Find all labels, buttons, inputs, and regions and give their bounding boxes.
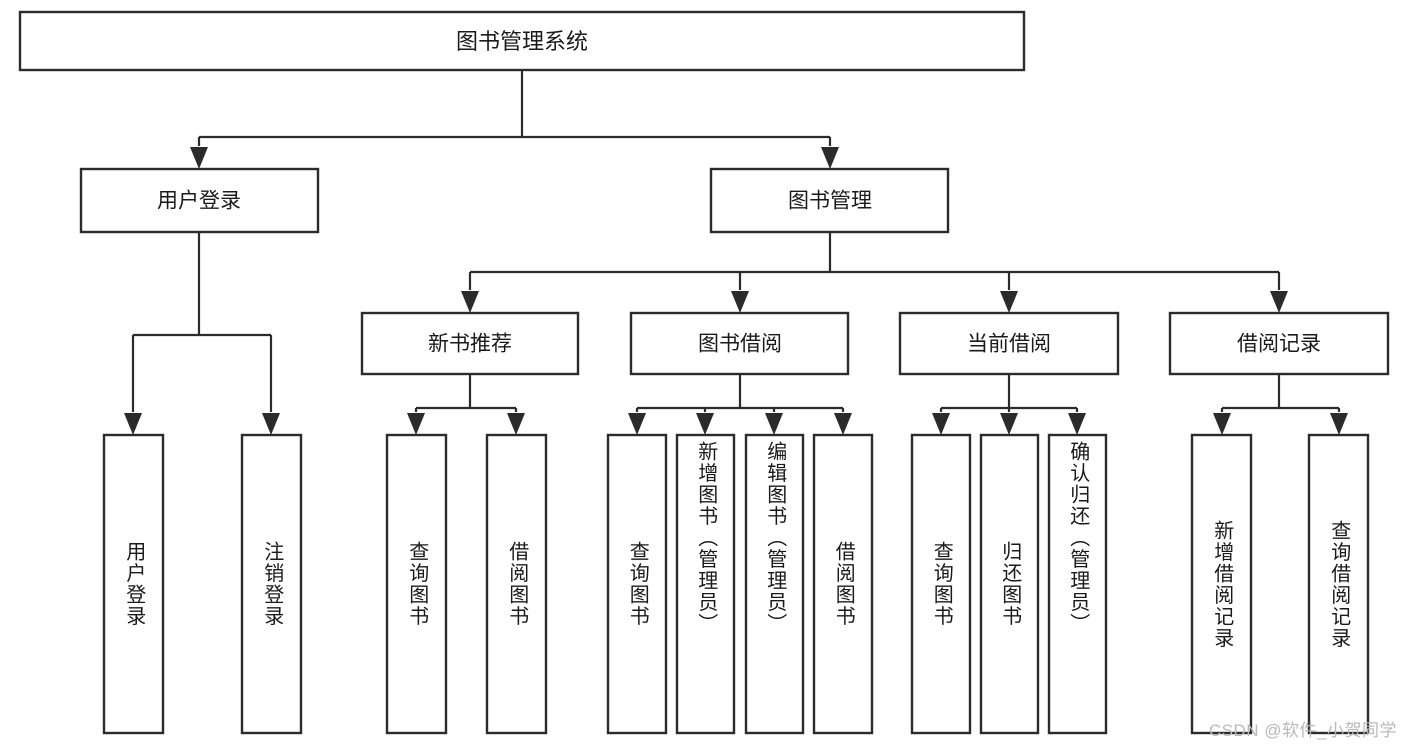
- leaf-box-return-book[interactable]: [979, 433, 1040, 735]
- connector-new-book-recommend-to-leaves: [407, 374, 525, 435]
- arrow-to-leaf-user-login: [124, 413, 142, 435]
- arrow-to-leaf-borrow-book-2: [834, 413, 852, 435]
- connector-book-borrow-to-leaves: [628, 374, 852, 435]
- node-book-management-label: 图书管理: [788, 190, 872, 213]
- node-root[interactable]: 图书管理系统: [18, 10, 1026, 72]
- leaf-box-query-book-3[interactable]: [910, 433, 972, 735]
- arrow-to-leaf-query-book-1: [407, 413, 425, 435]
- node-user-login-label: 用户登录: [157, 190, 241, 213]
- leaf-box-add-book[interactable]: [675, 433, 736, 735]
- arrow-to-leaf-query-book-2: [628, 413, 646, 435]
- node-borrow-record-label: 借阅记录: [1237, 333, 1321, 356]
- leaf-box-query-book-1[interactable]: [385, 433, 448, 735]
- node-new-book-recommend[interactable]: 新书推荐: [360, 311, 580, 376]
- arrow-to-leaf-return-book: [1000, 413, 1018, 435]
- node-book-management[interactable]: 图书管理: [709, 167, 950, 234]
- watermark-text: CSDN @软件_小贺同学: [1208, 721, 1397, 740]
- node-user-login[interactable]: 用户登录: [79, 167, 320, 234]
- arrow-to-leaf-borrow-book-1: [507, 413, 525, 435]
- leaf-box-query-borrow-record[interactable]: [1307, 433, 1370, 735]
- arrow-to-leaf-add-borrow-record: [1213, 413, 1231, 435]
- node-current-borrow[interactable]: 当前借阅: [898, 311, 1120, 376]
- arrow-to-user-login: [190, 147, 208, 169]
- arrow-to-leaf-edit-book: [765, 413, 783, 435]
- node-current-borrow-label: 当前借阅: [967, 333, 1051, 356]
- leaf-box-edit-book[interactable]: [744, 433, 805, 735]
- node-new-book-recommend-label: 新书推荐: [428, 333, 512, 356]
- arrow-to-borrow-record: [1270, 291, 1288, 313]
- arrow-to-book-borrow: [731, 291, 749, 313]
- arrow-to-current-borrow: [1000, 291, 1018, 313]
- arrow-to-leaf-query-book-3: [932, 413, 950, 435]
- leaf-box-user-login[interactable]: [102, 433, 165, 735]
- leaf-box-user-logout[interactable]: [240, 433, 303, 735]
- arrow-to-book-management: [821, 147, 839, 169]
- arrow-to-new-book-recommend: [461, 291, 479, 313]
- arrow-to-leaf-add-book: [696, 413, 714, 435]
- connector-user-login-to-leaves: [124, 232, 280, 435]
- leaf-box-add-borrow-record[interactable]: [1190, 433, 1253, 735]
- node-book-borrow[interactable]: 图书借阅: [629, 311, 850, 376]
- node-borrow-record[interactable]: 借阅记录: [1168, 311, 1390, 376]
- connector-book-management-to-level3: [461, 232, 1288, 313]
- node-root-label: 图书管理系统: [456, 29, 588, 54]
- arrow-to-leaf-user-logout: [262, 413, 280, 435]
- connector-root-to-level2: [190, 70, 839, 169]
- leaf-box-borrow-book-1[interactable]: [485, 433, 548, 735]
- connector-borrow-record-to-leaves: [1213, 374, 1348, 435]
- arrow-to-leaf-query-borrow-record: [1330, 413, 1348, 435]
- node-book-borrow-label: 图书借阅: [698, 333, 782, 356]
- connector-current-borrow-to-leaves: [932, 374, 1086, 435]
- arrow-to-leaf-confirm-return: [1068, 413, 1086, 435]
- leaf-box-confirm-return[interactable]: [1047, 433, 1108, 735]
- leaf-box-query-book-2[interactable]: [606, 433, 668, 735]
- leaf-box-borrow-book-2[interactable]: [812, 433, 874, 735]
